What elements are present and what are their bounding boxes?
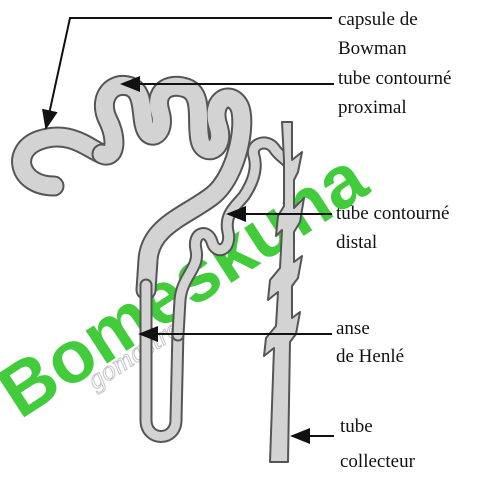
labels: capsule de Bowman tube contourné proxima… (336, 9, 451, 472)
label-henle-line2: de Henlé (336, 346, 404, 367)
label-proximal-line2: proximal (338, 97, 407, 118)
label-proximal-line1: tube contourné (338, 68, 451, 89)
label-distal-line2: distal (336, 232, 377, 253)
bowman-capsule (22, 137, 102, 186)
label-bowman-line2: Bowman (338, 38, 407, 59)
collecting-duct (264, 122, 304, 462)
label-distal-line1: tube contourné (336, 203, 449, 224)
label-collector-line2: collecteur (340, 451, 416, 472)
label-bowman-line1: capsule de (338, 9, 418, 30)
label-henle-line1: anse (336, 318, 370, 339)
label-collector-line1: tube (340, 416, 373, 437)
